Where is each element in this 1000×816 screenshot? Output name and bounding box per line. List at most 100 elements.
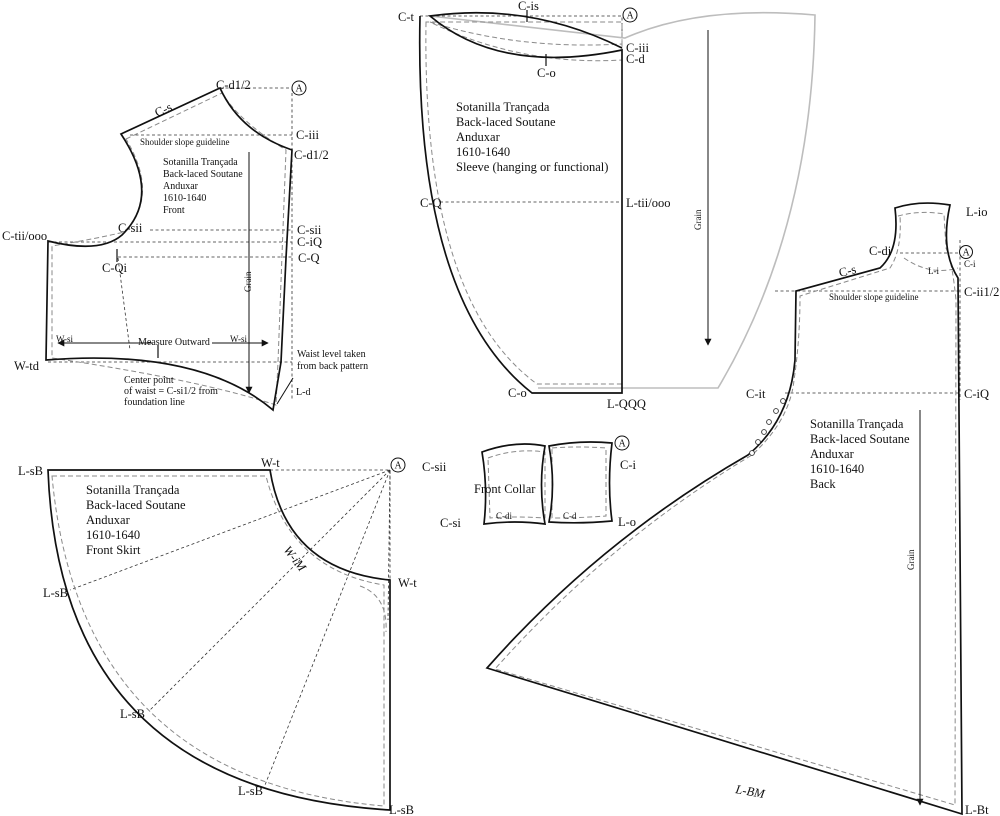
sleeve-label-grain: Grain bbox=[693, 209, 703, 230]
collar-left-seam bbox=[487, 450, 546, 519]
front-collar-piece: C-sii A C-i C-si Front Collar C-di C-d L… bbox=[422, 435, 637, 530]
collar-label-l-o: L-o bbox=[618, 515, 636, 529]
collar-right-cut bbox=[547, 441, 613, 524]
front-bodice-piece: C-d1/2 C-s Shoulder slope guideline C-ii… bbox=[2, 78, 368, 412]
collar-a-marker bbox=[614, 435, 630, 451]
back-title-block: Sotanilla Trançada Back-laced Soutane An… bbox=[810, 417, 910, 491]
skirt-title-line-3: Anduxar bbox=[86, 513, 131, 527]
sleeve-title-line-1: Sotanilla Trançada bbox=[456, 100, 550, 114]
front-label-l-d: L-d bbox=[296, 387, 310, 398]
sleeve-title-line-2: Back-laced Soutane bbox=[456, 115, 556, 129]
back-seam-line bbox=[494, 211, 957, 806]
front-label-c-q: C-Q bbox=[298, 251, 320, 265]
skirt-label-l-sb-3: L-sB bbox=[238, 784, 263, 798]
collar-label-c-di: C-di bbox=[496, 511, 513, 521]
front-label-c-d1-2-top: C-d1/2 bbox=[216, 78, 251, 92]
sleeve-label-c-o-top: C-o bbox=[537, 66, 556, 80]
back-title-line-4: 1610-1640 bbox=[810, 462, 864, 476]
back-title-line-5: Back bbox=[810, 477, 836, 491]
back-label-c-di: C-di bbox=[869, 244, 892, 258]
sleeve-piece: C-t C-is A C-iii C-d C-o C-Q L-tii/ooo G… bbox=[398, 0, 816, 411]
sleeve-title-line-4: 1610-1640 bbox=[456, 145, 510, 159]
back-a-marker bbox=[959, 245, 973, 259]
sleeve-cut-line bbox=[418, 11, 623, 394]
skirt-label-w-t-right: W-t bbox=[398, 576, 417, 590]
skirt-seam-line bbox=[51, 475, 385, 807]
skirt-title-line-4: 1610-1640 bbox=[86, 528, 140, 542]
collar-left-cut bbox=[481, 443, 547, 525]
front-cut-line bbox=[45, 86, 293, 412]
skirt-title-block: Sotanilla Trançada Back-laced Soutane An… bbox=[86, 483, 186, 557]
front-label-c-sii-right: C-sii bbox=[297, 223, 322, 237]
skirt-title-line-5: Front Skirt bbox=[86, 543, 141, 557]
front-guide-qi bbox=[117, 257, 131, 351]
skirt-waist-seam bbox=[359, 585, 387, 633]
skirt-title-line-2: Back-laced Soutane bbox=[86, 498, 186, 512]
collar-label-c-d: C-d bbox=[563, 511, 577, 521]
back-label-grain: Grain bbox=[906, 549, 916, 570]
back-label-c-i: C-i bbox=[964, 259, 976, 269]
collar-label-c-si: C-si bbox=[440, 516, 461, 530]
sleeve-label-c-is: C-is bbox=[518, 0, 539, 13]
back-title-line-2: Back-laced Soutane bbox=[810, 432, 910, 446]
front-title-line-5: Front bbox=[163, 205, 185, 216]
skirt-label-l-sb-top: L-sB bbox=[18, 464, 43, 478]
skirt-label-l-sb-bottom: L-sB bbox=[389, 803, 414, 816]
sleeve-seam-line bbox=[425, 21, 623, 385]
sleeve-label-c-o-bottom: C-o bbox=[508, 386, 527, 400]
front-ld-arrow bbox=[276, 377, 294, 405]
front-label-c-tii-ooo: C-tii/ooo bbox=[2, 229, 47, 243]
front-label-waist-note-2: from back pattern bbox=[297, 361, 368, 372]
front-label-a: A bbox=[296, 84, 304, 95]
sleeve-label-c-d: C-d bbox=[626, 52, 646, 66]
back-label-c-iq: C-iQ bbox=[964, 387, 989, 401]
sleeve-guide-top bbox=[420, 15, 623, 40]
back-piece: L-io C-di A C-i L-i C-s C-ii1/2 Shoulder… bbox=[485, 202, 999, 816]
front-label-waist-note-1: Waist level taken bbox=[297, 349, 366, 360]
front-label-center-note-1: Center point bbox=[124, 375, 174, 386]
front-label-center-note-3: foundation line bbox=[124, 397, 185, 408]
back-label-c-it: C-it bbox=[746, 387, 766, 401]
front-label-c-iii: C-iii bbox=[296, 128, 319, 142]
sleeve-label-c-iii: C-iii bbox=[626, 41, 649, 55]
sleeve-label-l-tii-ooo: L-tii/ooo bbox=[626, 196, 670, 210]
sleeve-ghost-outline bbox=[429, 11, 816, 389]
back-label-shoulder-slope: Shoulder slope guideline bbox=[829, 292, 919, 302]
back-label-l-bm: L-BM bbox=[733, 782, 766, 801]
back-label-l-i: L-i bbox=[928, 266, 939, 276]
sleeve-label-c-q: C-Q bbox=[420, 196, 442, 210]
front-label-shoulder-slope: Shoulder slope guideline bbox=[140, 137, 230, 147]
skirt-label-l-sb-2: L-sB bbox=[120, 707, 145, 721]
collar-title: Front Collar bbox=[474, 482, 536, 496]
back-lacing-holes bbox=[749, 398, 786, 456]
front-label-w-si-left: W-si bbox=[56, 334, 73, 344]
skirt-label-a: A bbox=[395, 461, 403, 472]
front-a-marker bbox=[291, 80, 307, 96]
front-label-w-si-right: W-si bbox=[230, 334, 247, 344]
front-label-c-iq: C-iQ bbox=[297, 235, 322, 249]
sleeve-title-line-3: Anduxar bbox=[456, 130, 501, 144]
skirt-radial-guides bbox=[69, 469, 391, 786]
collar-right-seam bbox=[551, 446, 607, 519]
sleeve-label-c-t: C-t bbox=[398, 10, 415, 24]
front-label-c-qi: C-Qi bbox=[102, 261, 128, 275]
back-label-l-io: L-io bbox=[966, 205, 988, 219]
front-skirt-piece: L-sB W-t A W-iM W-t L-sB L-sB L-sB L-sB … bbox=[18, 456, 417, 816]
front-title-line-4: 1610-1640 bbox=[163, 193, 206, 204]
sleeve-a-marker bbox=[622, 7, 638, 23]
front-label-c-s: C-s bbox=[153, 100, 175, 120]
collar-label-c-i: C-i bbox=[620, 458, 637, 472]
skirt-a-marker bbox=[390, 457, 406, 473]
front-label-center-note-2: of waist = C-si1/2 from bbox=[124, 386, 218, 397]
collar-label-c-sii: C-sii bbox=[422, 460, 447, 474]
skirt-guide-box bbox=[270, 469, 391, 810]
skirt-label-w-t-top: W-t bbox=[261, 456, 280, 470]
sleeve-label-l-qqq: L-QQQ bbox=[607, 397, 646, 411]
back-label-l-bt: L-Bt bbox=[965, 803, 989, 816]
sleeve-label-a: A bbox=[627, 11, 635, 22]
sleeve-title-line-5: Sleeve (hanging or functional) bbox=[456, 160, 608, 174]
skirt-cut-line bbox=[47, 469, 391, 811]
front-title-line-3: Anduxar bbox=[163, 181, 199, 192]
